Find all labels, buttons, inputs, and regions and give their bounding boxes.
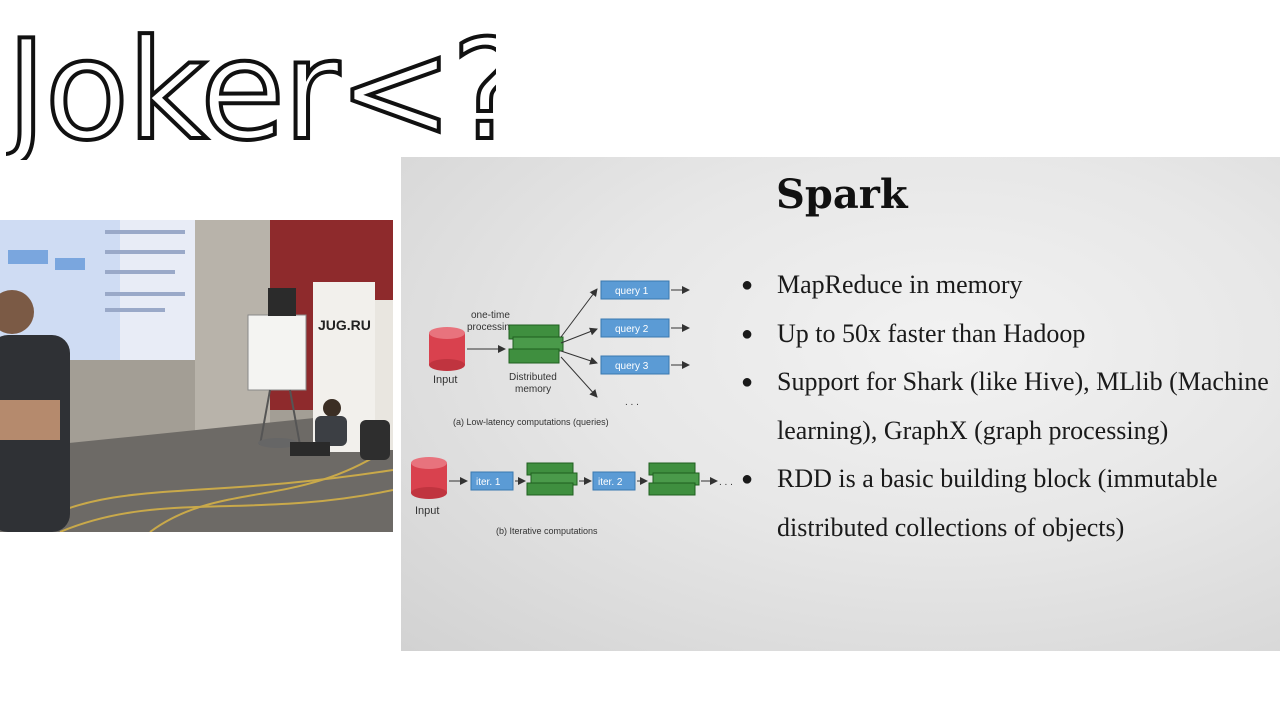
iter-memory-2 <box>648 462 700 496</box>
iter-ellipsis: . . . <box>719 477 733 488</box>
query-ellipsis: . . . <box>625 397 639 408</box>
input-label-bottom: Input <box>415 505 439 517</box>
input-cylinder-top <box>429 327 465 371</box>
bullet-dot: ● <box>741 274 754 296</box>
slide-title: Spark <box>776 171 908 218</box>
bullet-dot: ● <box>741 371 754 394</box>
input-label-top: Input <box>433 374 457 386</box>
query-box-1: query 1 <box>600 280 670 300</box>
bullet-text: MapReduce in memory <box>777 270 1023 299</box>
slide-bullet: ● Support for Shark (like Hive), MLlib (… <box>737 358 1277 455</box>
slide-bullet-list: ● MapReduce in memory ● Up to 50x faster… <box>737 261 1277 553</box>
jug-banner-text: JUG.RU <box>318 317 371 333</box>
caption-bottom: (b) Iterative computations <box>496 526 598 536</box>
processing-label-1: one-time <box>471 310 510 321</box>
speaker-camera-feed: JUG.RU <box>0 220 393 532</box>
iter-box-1: iter. 1 <box>470 471 514 491</box>
spark-diagram: Input one-time processing Distributed me… <box>411 280 733 536</box>
slide-bullet: ● Up to 50x faster than Hadoop <box>737 310 1277 359</box>
bullet-dot: ● <box>741 468 754 491</box>
bullet-text: RDD is a basic building block (immutable… <box>777 464 1218 542</box>
bullet-text: Support for Shark (like Hive), MLlib (Ma… <box>777 367 1269 445</box>
iter-memory-1 <box>526 462 578 496</box>
processing-label-2: processing <box>467 322 515 333</box>
query-box-3: query 3 <box>600 355 670 375</box>
memory-label-1: Distributed <box>509 372 557 383</box>
iter-box-2: iter. 2 <box>592 471 636 491</box>
joker-logo-text: Joker<?> <box>6 10 496 160</box>
slide-bullet: ● MapReduce in memory <box>737 261 1277 310</box>
caption-top: (a) Low-latency computations (queries) <box>453 417 609 427</box>
iter-label-2: iter. 2 <box>598 477 623 488</box>
distributed-memory-chips <box>508 324 564 364</box>
iter-label-1: iter. 1 <box>476 477 501 488</box>
slide-bullet: ● RDD is a basic building block (immutab… <box>737 455 1277 552</box>
query-label-3: query 3 <box>615 361 649 372</box>
presentation-slide: Spark Input one-time processing Distribu… <box>401 157 1280 651</box>
bullet-text: Up to 50x faster than Hadoop <box>777 318 1086 348</box>
query-label-2: query 2 <box>615 324 649 335</box>
memory-label-2: memory <box>515 384 551 395</box>
input-cylinder-bottom <box>411 457 447 499</box>
query-box-2: query 2 <box>600 318 670 338</box>
bullet-dot: ● <box>741 322 754 345</box>
query-label-1: query 1 <box>615 286 649 297</box>
joker-logo: Joker<?> <box>6 10 496 160</box>
